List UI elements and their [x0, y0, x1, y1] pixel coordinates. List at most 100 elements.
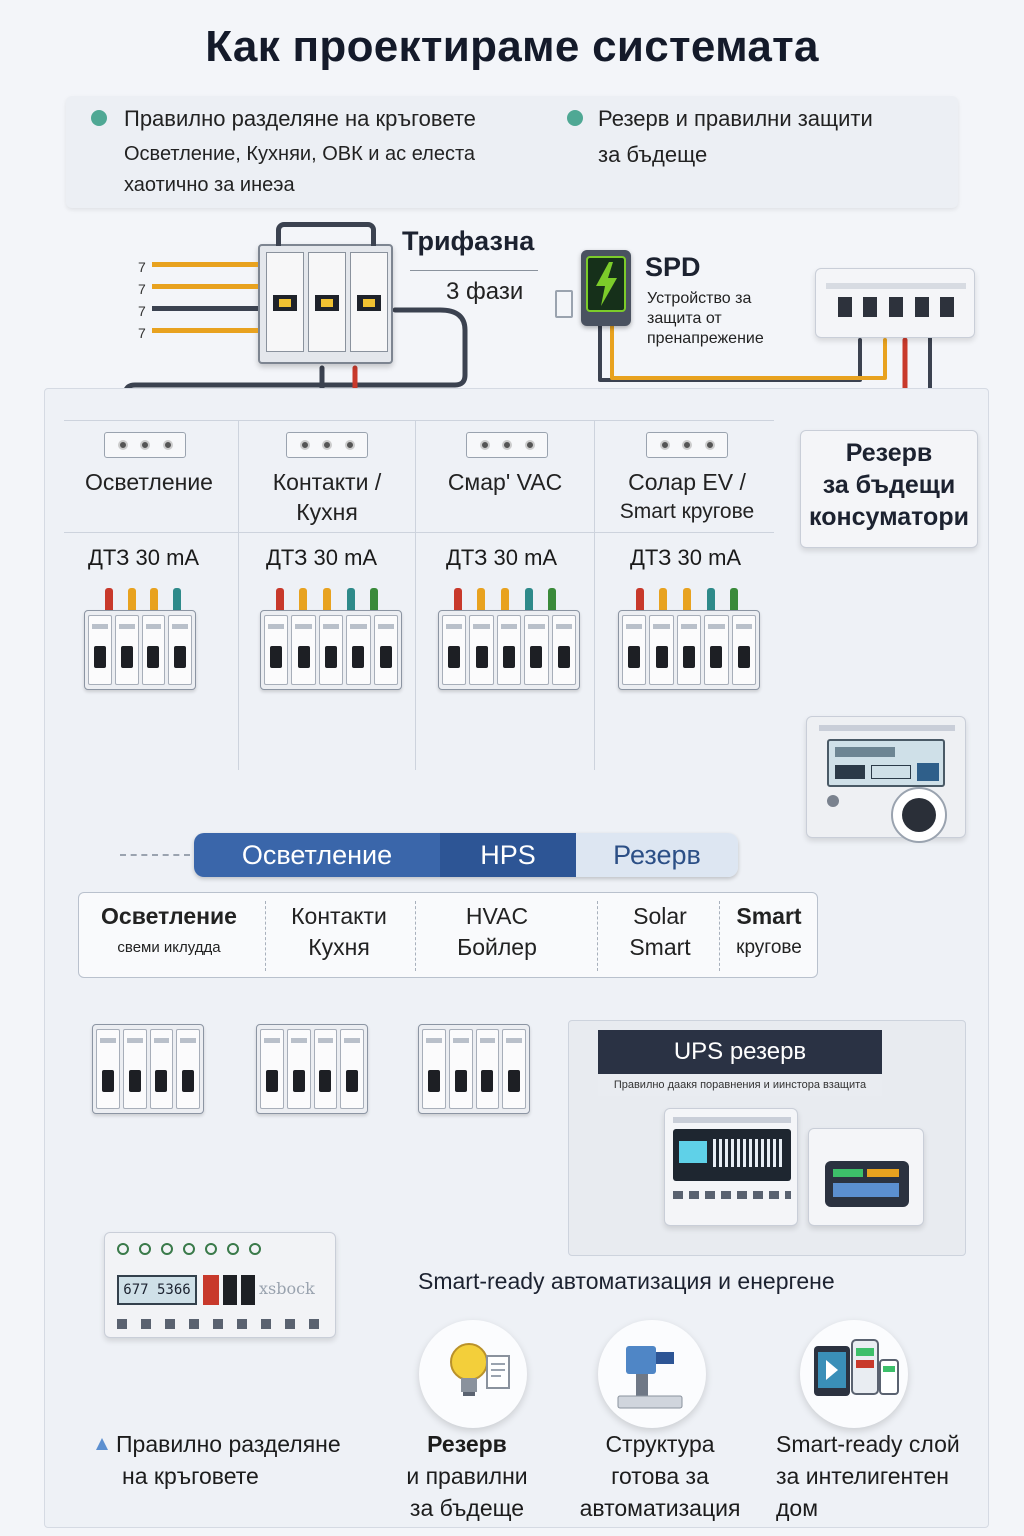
incoming-wire	[152, 284, 258, 289]
battery-monitor[interactable]	[808, 1128, 924, 1226]
energy-meter[interactable]: 677 5366 xsbock	[104, 1232, 336, 1338]
column-label-lighting: Осветление	[85, 469, 213, 495]
circuit-breaker[interactable]	[122, 1029, 147, 1109]
supply-heading: Трифазна	[402, 226, 535, 256]
controller-screen	[827, 739, 945, 787]
step-circle	[598, 1320, 706, 1428]
intro-box	[66, 96, 958, 208]
spd-device[interactable]	[581, 250, 631, 326]
breaker-group-hvac[interactable]	[438, 610, 580, 690]
circuit-breaker[interactable]	[286, 1029, 311, 1109]
circuit-breaker[interactable]	[96, 1029, 120, 1109]
rcd-label: ДТЗ 30 mA	[88, 545, 200, 570]
breaker-group-lighting[interactable]	[84, 610, 196, 690]
ups-banner: UPS резерв	[598, 1030, 882, 1074]
tab-hps[interactable]: HPS	[440, 833, 576, 877]
circuit-breaker[interactable]	[291, 615, 316, 685]
column-divider	[238, 420, 239, 770]
step-label-1: Правилно разделяне на кръговете	[96, 1428, 341, 1492]
tab-lighting[interactable]: Осветление	[194, 833, 440, 877]
intro-left-heading: Правилно разделяне на кръговете	[124, 106, 476, 131]
spd-heading: SPD	[645, 252, 701, 282]
breaker-group-lower[interactable]	[418, 1024, 530, 1114]
main-breaker[interactable]	[258, 244, 393, 364]
circuit-breaker[interactable]	[649, 615, 674, 685]
circuit-tabs: Осветление HPS Резерв	[194, 833, 738, 877]
circuit-breaker[interactable]	[168, 615, 192, 685]
wire-stubs	[98, 588, 188, 612]
step-label-4: Smart-ready слой за интелигентен дом	[776, 1431, 960, 1521]
rcd-label: ДТЗ 30 mA	[630, 545, 742, 570]
circuit-smart: Smart кругове	[736, 903, 802, 958]
supply-phases: 3 фази	[446, 278, 524, 305]
circuit-breaker[interactable]	[340, 1029, 364, 1109]
reserve-future-card: Резерв за бъдещи консуматори	[800, 430, 978, 548]
circuit-breaker[interactable]	[622, 615, 647, 685]
circuit-breaker[interactable]	[264, 615, 289, 685]
circuit-breaker[interactable]	[88, 615, 112, 685]
intro-right-heading: Резерв и правилни защити	[598, 106, 873, 131]
circuit-breaker[interactable]	[313, 1029, 338, 1109]
main-breaker-pole	[266, 252, 304, 352]
circuit-breaker[interactable]	[318, 615, 344, 685]
circuit-lighting: Осветление свеми иклудда	[101, 903, 237, 956]
ups-unit[interactable]	[664, 1108, 798, 1226]
step-circle	[800, 1320, 908, 1428]
step-circle	[419, 1320, 527, 1428]
circuit-breaker[interactable]	[346, 615, 371, 685]
incoming-wire	[152, 328, 258, 333]
circuit-solar-smart: Solar Smart	[629, 903, 691, 960]
light-bulb-icon	[450, 1343, 510, 1396]
smart-controller[interactable]	[806, 716, 966, 843]
circuit-breaker[interactable]	[676, 615, 702, 685]
meter-display: 677 5366	[117, 1275, 197, 1305]
spd-description: Устройство за защита от пренапрежение	[647, 290, 764, 347]
smart-actuator-icon	[617, 1346, 683, 1409]
tab-leader-line	[120, 854, 190, 856]
column-label-hvac: Смар' VAC	[447, 469, 563, 495]
circuit-breaker[interactable]	[176, 1029, 200, 1109]
circuit-breaker[interactable]	[442, 615, 467, 685]
circuit-breaker[interactable]	[469, 615, 494, 685]
main-breaker-handle	[276, 222, 376, 246]
circuit-breaker[interactable]	[496, 615, 522, 685]
automation-heading: Smart-ready автоматизация и енергене	[418, 1268, 835, 1294]
breaker-group-lower[interactable]	[92, 1024, 204, 1114]
breaker-group-solar[interactable]	[618, 610, 760, 690]
circuit-breaker[interactable]	[524, 615, 549, 685]
circuit-breaker[interactable]	[551, 615, 577, 685]
panel-rule	[64, 420, 774, 421]
meter-brand: xsbock	[259, 1279, 315, 1298]
column-divider	[415, 420, 416, 770]
ups-screen	[673, 1129, 791, 1181]
circuit-hvac-boiler: HVAC Бойлер	[457, 903, 537, 960]
circuit-breaker[interactable]	[141, 615, 166, 685]
breaker-group-sockets[interactable]	[260, 610, 402, 690]
circuit-breaker[interactable]	[149, 1029, 174, 1109]
control-dial[interactable]	[891, 787, 947, 843]
terminal-block	[466, 432, 548, 458]
circuit-breaker[interactable]	[731, 615, 757, 685]
wire-stubs	[628, 588, 746, 612]
circuit-breaker[interactable]	[704, 615, 729, 685]
lightning-bolt-icon	[586, 256, 626, 312]
main-breaker-pole	[350, 252, 388, 352]
spd-terminal	[555, 290, 573, 318]
wire-stubs	[268, 588, 386, 612]
circuit-breaker[interactable]	[114, 615, 139, 685]
breaker-group-lower[interactable]	[256, 1024, 368, 1114]
column-label-solar-ev: Солар EV / Smart кругове	[619, 469, 755, 523]
panel-rule	[64, 532, 774, 533]
tab-reserve[interactable]: Резерв	[576, 833, 738, 877]
page-title: Как проектираме системата	[205, 22, 819, 71]
circuit-breaker[interactable]	[475, 1029, 500, 1109]
circuit-breaker[interactable]	[422, 1029, 446, 1109]
incoming-wire	[152, 262, 258, 267]
circuit-breaker[interactable]	[373, 615, 399, 685]
circuit-breaker[interactable]	[502, 1029, 526, 1109]
circuit-breaker[interactable]	[448, 1029, 473, 1109]
circuit-breaker[interactable]	[260, 1029, 284, 1109]
teal-bullet-icon	[567, 110, 583, 126]
circuit-summary: Осветление свеми иклудда Контакти Кухня …	[78, 892, 818, 978]
arrow-icon	[96, 1438, 108, 1450]
